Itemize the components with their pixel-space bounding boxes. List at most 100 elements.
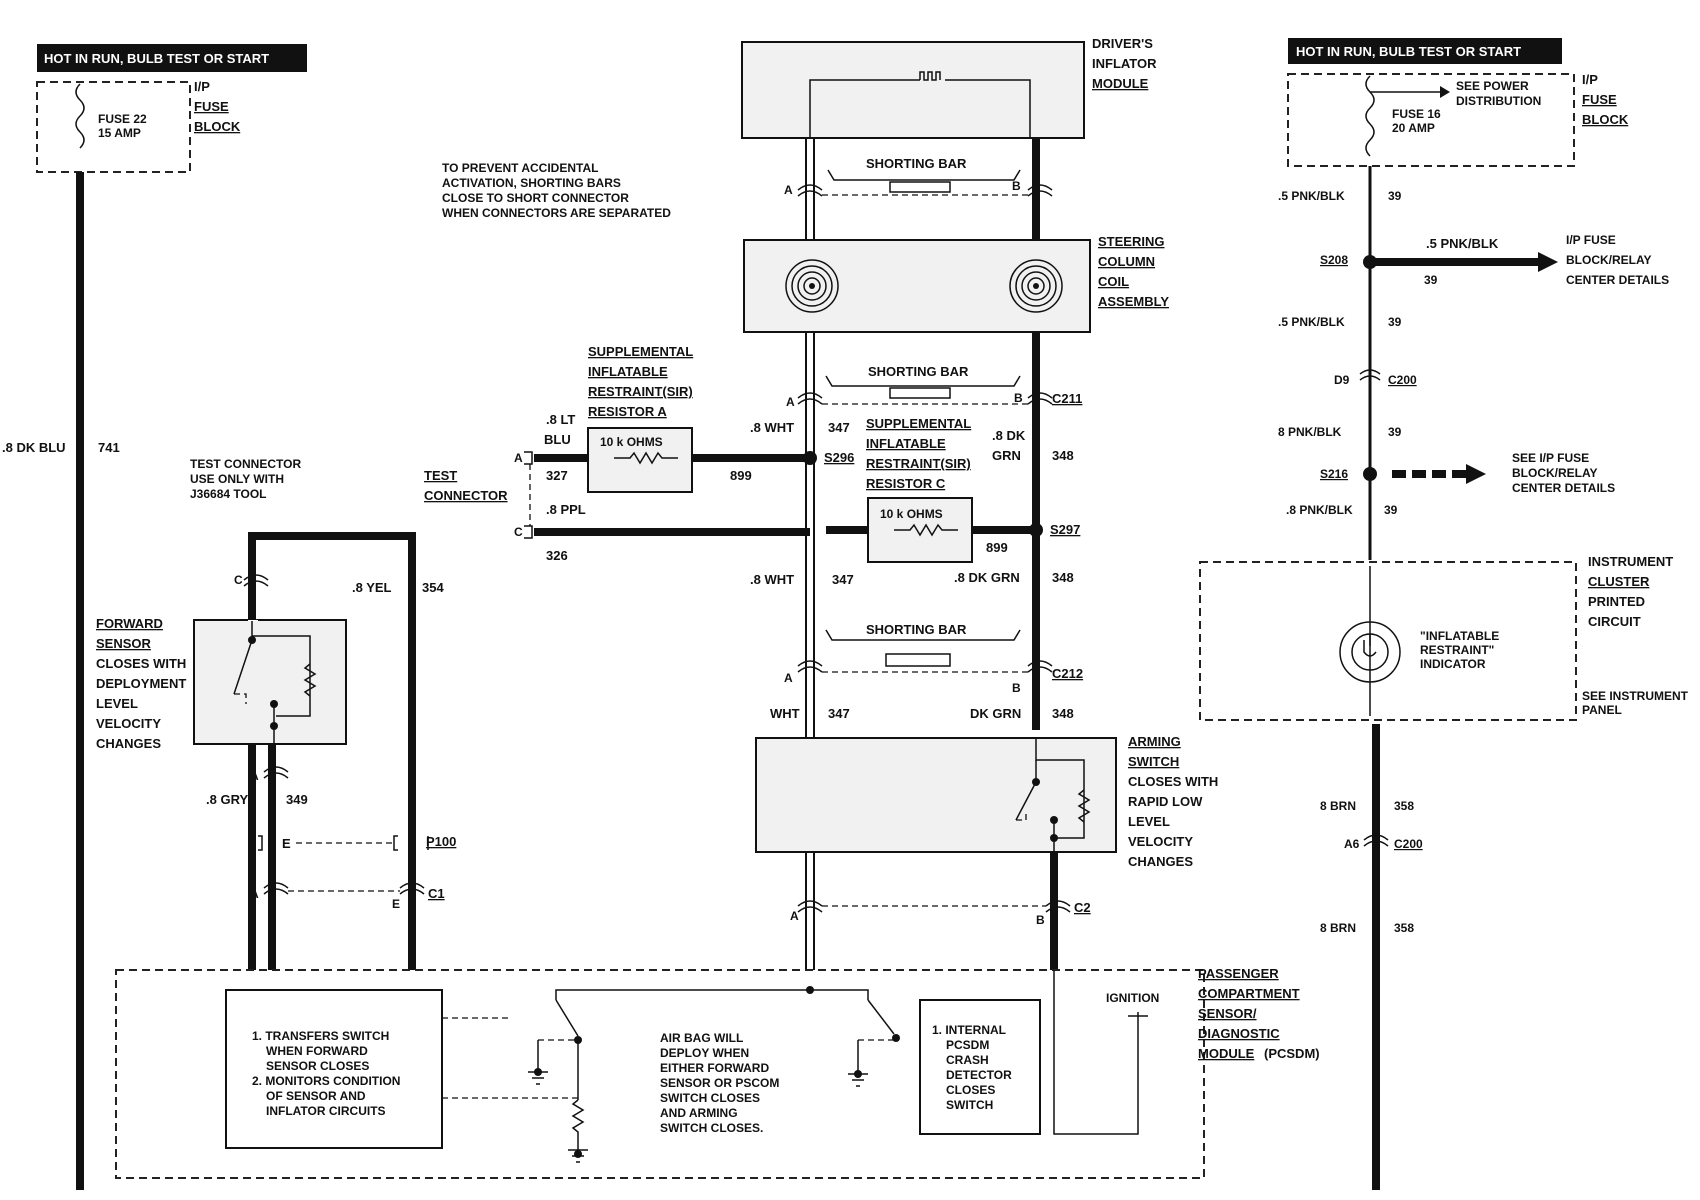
- splice-s216: [1363, 467, 1377, 481]
- rc-cluster-l4: CIRCUIT: [1588, 614, 1641, 629]
- inflator-pin-a: A: [784, 183, 793, 197]
- forward-l2: SENSOR: [96, 636, 152, 651]
- gry-wire-color: .8 GRY: [206, 792, 248, 807]
- pcsdm-l3: SENSOR/: [1198, 1006, 1257, 1021]
- rc-w2-num: 39: [1388, 315, 1402, 329]
- pcsdm-right-switch: [867, 999, 895, 1035]
- splice-s297: [1029, 523, 1043, 537]
- pcsdm-left-switch: [555, 999, 579, 1037]
- c2-pin-a: A: [790, 909, 799, 923]
- inflator-pin-b: B: [1012, 179, 1021, 193]
- rc-w5-color: 8 BRN: [1320, 799, 1356, 813]
- resistor-c-l2: INFLATABLE: [866, 436, 946, 451]
- rc-w3-num: 39: [1388, 425, 1402, 439]
- arming-l5: LEVEL: [1128, 814, 1170, 829]
- coil-l1: STEERING: [1098, 234, 1164, 249]
- resistor-c-out-num: 899: [986, 540, 1008, 555]
- test-note-l2: USE ONLY WITH: [190, 472, 284, 486]
- shorting-note-l2: ACTIVATION, SHORTING BARS: [442, 176, 621, 190]
- splice-s296: [803, 451, 817, 465]
- forward-sensor-loop-wire: [248, 532, 416, 970]
- test-c-wire-color: .8 PPL: [546, 502, 586, 517]
- fuse-22-label: FUSE 22: [98, 112, 147, 126]
- rc-see-panel-l2: PANEL: [1582, 703, 1622, 717]
- pcsdm-transfer-l4: 2. MONITORS CONDITION: [252, 1074, 400, 1088]
- arming-l2: SWITCH: [1128, 754, 1179, 769]
- pcsdm-monitor-box: [225, 989, 443, 1149]
- inflator-l1: DRIVER'S: [1092, 36, 1153, 51]
- pcsdm-internal-l6: SWITCH: [946, 1098, 993, 1112]
- inflator-l3: MODULE: [1092, 76, 1149, 91]
- c1-label: C1: [428, 886, 445, 901]
- arming-switch: ARMING SWITCH CLOSES WITH RAPID LOW LEVE…: [755, 734, 1218, 869]
- resistor-c-l4: RESISTOR C: [866, 476, 946, 491]
- forward-l6: VELOCITY: [96, 716, 161, 731]
- rc-c200b: C200: [1394, 837, 1423, 851]
- c211-right-color-l2: GRN: [992, 448, 1021, 463]
- pcsdm-module: 1. TRANSFERS SWITCH WHEN FORWARD SENSOR …: [115, 966, 1320, 1179]
- pcsdm-l5: MODULE: [1198, 1046, 1255, 1061]
- test-pin-a: A: [514, 451, 523, 465]
- resistor-c-value: 10 k OHMS: [880, 507, 943, 521]
- coil-l2: COLUMN: [1098, 254, 1155, 269]
- right-fuse-box: [1287, 73, 1575, 167]
- right-fuse-see-l1: SEE POWER: [1456, 79, 1529, 93]
- pcsdm-l2: COMPARTMENT: [1198, 986, 1300, 1001]
- arming-switch-box: [755, 737, 1117, 853]
- pcsdm-l5b: (PCSDM): [1264, 1046, 1320, 1061]
- pcsdm-transfer-l5: OF SENSOR AND: [266, 1089, 366, 1103]
- c211-pin-a: A: [786, 395, 795, 409]
- rc-w1-num: 39: [1388, 189, 1402, 203]
- left-fuse-block: HOT IN RUN, BULB TEST OR START FUSE 22 1…: [36, 44, 307, 173]
- resistor-a-out-num: 899: [730, 468, 752, 483]
- fuse-16-label: FUSE 16: [1392, 107, 1441, 121]
- c212-left-num: 347: [828, 706, 850, 721]
- resistor-a-l4: RESISTOR A: [588, 404, 667, 419]
- s296-label: S296: [824, 450, 854, 465]
- rc-w3-color: 8 PNK/BLK: [1278, 425, 1342, 439]
- left-fuse-box: [36, 81, 191, 173]
- c1-pin-e: E: [392, 897, 400, 911]
- arming-l7: CHANGES: [1128, 854, 1193, 869]
- pcsdm-ignition: IGNITION: [1106, 991, 1159, 1005]
- pcsdm-l1: PASSENGER: [1198, 966, 1279, 981]
- pcsdm-deploy-l7: SWITCH CLOSES.: [660, 1121, 763, 1135]
- mid-left-num: 347: [832, 572, 854, 587]
- pcsdm-internal-l1: 1. INTERNAL: [932, 1023, 1006, 1037]
- resistor-a-wire-color-l1: .8 LT: [546, 412, 575, 427]
- pcsdm-internal-l3: CRASH: [946, 1053, 989, 1067]
- gry-wire-num: 349: [286, 792, 308, 807]
- inflatable-restraint-indicator-lamp: [1339, 621, 1401, 683]
- pcsdm-transfer-l1: 1. TRANSFERS SWITCH: [252, 1029, 389, 1043]
- c212-pin-b: B: [1012, 681, 1021, 695]
- test-note-l3: J36684 TOOL: [190, 487, 267, 501]
- left-fuse-header: HOT IN RUN, BULB TEST OR START: [44, 51, 269, 66]
- rc-d9: D9: [1334, 373, 1350, 387]
- test-c-wire-num: 326: [546, 548, 568, 563]
- resistor-c-symbol: [894, 523, 958, 537]
- right-fuse-see-l2: DISTRIBUTION: [1456, 94, 1541, 108]
- resistor-a-l3: RESTRAINT(SIR): [588, 384, 693, 399]
- left-fuse-header-bg: [37, 44, 307, 72]
- resistor-c-l1: SUPPLEMENTAL: [866, 416, 971, 431]
- rc-w2-color: .5 PNK/BLK: [1278, 315, 1345, 329]
- rc-indicator-l2: RESTRAINT": [1420, 643, 1494, 657]
- shorting-note-l4: WHEN CONNECTORS ARE SEPARATED: [442, 206, 671, 220]
- c2-label: C2: [1074, 900, 1091, 915]
- rc-s216: S216: [1320, 467, 1348, 481]
- shorting-bar-2: SHORTING BAR: [868, 364, 969, 379]
- rc-branch-to-l3: CENTER DETAILS: [1566, 273, 1669, 287]
- coil-spiral-left: [785, 259, 839, 313]
- pcsdm-l4: DIAGNOSTIC: [1198, 1026, 1280, 1041]
- instrument-cluster: "INFLATABLE RESTRAINT" INDICATOR INSTRUM…: [1199, 554, 1689, 721]
- mid-right-color: .8 DK GRN: [954, 570, 1020, 585]
- c211-pin-b: B: [1014, 391, 1023, 405]
- resistor-a-symbol: [614, 451, 678, 465]
- c211-label: C211: [1052, 391, 1082, 406]
- pcsdm-internal-l2: PCSDM: [946, 1038, 989, 1052]
- forward-l1: FORWARD: [96, 616, 163, 631]
- rc-s216-to-l3: CENTER DETAILS: [1512, 481, 1615, 495]
- pcsdm-outline: [115, 969, 1205, 1179]
- shorting-bar-3: SHORTING BAR: [866, 622, 967, 637]
